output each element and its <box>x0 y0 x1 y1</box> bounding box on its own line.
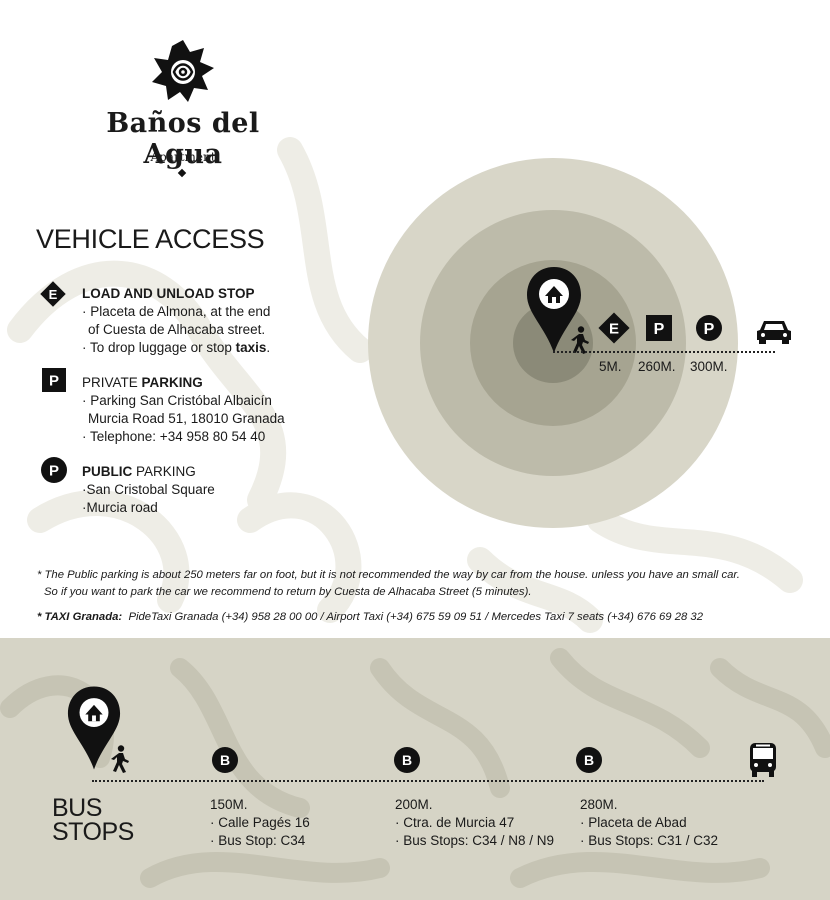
public-parking-icon-letter: P <box>49 463 59 480</box>
legend-private-title-plain: PRIVATE <box>82 375 142 390</box>
bus-route-dotted-line <box>92 780 764 782</box>
bus-home-pin-icon <box>67 686 121 770</box>
bus-stop-1: 150M. · Calle Pagés 16 · Bus Stop: C34 <box>210 796 310 850</box>
legend-load-taxis: taxis <box>235 340 267 355</box>
bus-stop-1-place: · Calle Pagés 16 <box>210 815 310 830</box>
logo-diamond <box>177 168 187 178</box>
page-title: VEHICLE ACCESS <box>36 224 265 254</box>
logo-subtitle: Apartment <box>150 150 216 164</box>
legend-load-line-3-text: · To drop luggage or stop <box>82 340 236 355</box>
distance-load-stop: 5M. <box>599 359 622 374</box>
legend-public-title-plain: PARKING <box>132 464 196 479</box>
distance-private-parking: 260M. <box>638 359 676 374</box>
bus-stop-2-distance: 200M. <box>395 797 433 812</box>
map-load-stop-letter: E <box>609 321 619 338</box>
legend-public-line-1: ·San Cristobal Square <box>82 482 215 497</box>
map-private-parking-marker: P <box>646 315 672 341</box>
legend-load-title-bold: LOAD AND UNLOAD STOP <box>82 286 255 301</box>
bus-heading-line-1: BUS <box>52 794 102 822</box>
map-private-parking-letter: P <box>654 321 665 338</box>
legend-load-period: . <box>266 340 271 355</box>
legend-private-line-1: · Parking San Cristóbal Albaicín <box>82 393 272 408</box>
distance-public-parking: 300M. <box>690 359 728 374</box>
legend-private-line-2: Murcia Road 51, 18010 Granada <box>88 411 285 426</box>
bus-band-calligraphy <box>0 648 830 888</box>
legend-public-title-bold: PUBLIC <box>82 464 133 479</box>
load-stop-icon-letter: E <box>49 287 58 302</box>
legend-load-title: LOAD AND UNLOAD STOP <box>82 286 255 301</box>
logo-title: Baños del Agua <box>106 108 260 170</box>
bus-icon <box>750 743 776 777</box>
bus-walking-person-icon <box>111 745 129 773</box>
bus-stop-3-badge: B <box>576 747 602 773</box>
note-taxi: * TAXI Granada: PideTaxi Granada (+34) 9… <box>37 611 703 623</box>
bus-stop-3-lines: · Bus Stops: C31 / C32 <box>580 833 719 848</box>
legend-load-line-1: · Placeta de Almona, at the end <box>82 304 271 319</box>
legend-public-title: PUBLIC PARKING <box>82 464 196 479</box>
car-icon <box>757 321 791 344</box>
note-taxi-label: * TAXI Granada: <box>37 611 123 623</box>
bus-stop-3-distance: 280M. <box>580 797 618 812</box>
legend-public-line-2: ·Murcia road <box>82 500 158 515</box>
legend-load-line-2: of Cuesta de Alhacaba street. <box>88 322 266 337</box>
note-public-parking-1: * The Public parking is about 250 meters… <box>37 569 740 581</box>
load-stop-icon: E <box>40 281 66 307</box>
logo-ornament <box>152 40 214 102</box>
map-load-stop-marker: E <box>598 312 630 344</box>
bus-stop-2-badge: B <box>394 747 420 773</box>
bus-stop-3: 280M. · Placeta de Abad · Bus Stops: C31… <box>580 796 718 850</box>
note-public-parking-2: So if you want to park the car we recomm… <box>44 586 532 598</box>
legend-private-title-bold: PARKING <box>141 375 203 390</box>
public-parking-icon: P <box>41 457 67 483</box>
home-pin-icon <box>527 267 581 353</box>
walking-person-icon <box>571 326 589 354</box>
map-public-parking-marker: P <box>696 315 722 341</box>
legend-private-title: PRIVATE PARKING <box>82 375 203 390</box>
bus-stop-2-place: · Ctra. de Murcia 47 <box>395 815 515 830</box>
route-dotted-line <box>553 351 775 353</box>
bus-heading-line-2: STOPS <box>52 818 134 846</box>
legend-private-line-3: · Telephone: +34 958 80 54 40 <box>82 429 266 444</box>
private-parking-icon: P <box>42 368 66 392</box>
private-parking-icon-letter: P <box>49 373 59 390</box>
bus-stop-1-lines: · Bus Stop: C34 <box>210 833 306 848</box>
map-public-parking-letter: P <box>704 321 715 338</box>
bus-stop-3-place: · Placeta de Abad <box>580 815 687 830</box>
note-taxi-text: PideTaxi Granada (+34) 958 28 00 00 / Ai… <box>128 611 703 623</box>
bus-stop-2-lines: · Bus Stops: C34 / N8 / N9 <box>395 833 555 848</box>
bus-stops-heading: BUS STOPS <box>52 794 134 846</box>
bus-stop-1-badge: B <box>212 747 238 773</box>
legend-load-line-3: · To drop luggage or stop taxis. <box>82 339 270 357</box>
bus-stop-2: 200M. · Ctra. de Murcia 47 · Bus Stops: … <box>395 796 554 850</box>
bus-stop-1-distance: 150M. <box>210 797 248 812</box>
